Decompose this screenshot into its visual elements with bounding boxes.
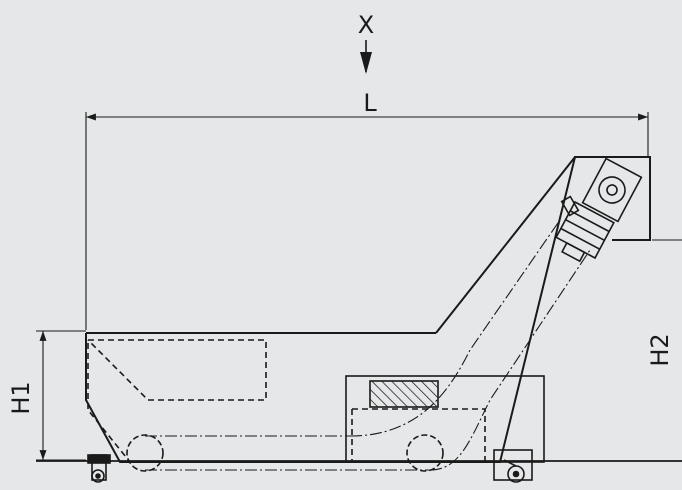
length-label: L (363, 89, 377, 117)
height-1-label: H1 (7, 381, 35, 414)
head-sprocket (406, 434, 444, 472)
length-dimension (85, 112, 649, 330)
view-arrow (360, 40, 372, 74)
caster-right (493, 449, 533, 483)
height-1-dimension (36, 330, 86, 461)
hopper (87, 339, 267, 401)
view-label: X (358, 11, 374, 39)
tail-sprocket (126, 434, 164, 472)
filter-unit (345, 375, 545, 463)
gearbox (555, 200, 615, 263)
conveyor-body (85, 156, 651, 463)
caster-left (87, 454, 111, 483)
chain-path (145, 219, 591, 471)
height-2-label: H2 (646, 333, 674, 366)
drive-motor (581, 157, 643, 223)
hatched-plate (369, 380, 439, 408)
